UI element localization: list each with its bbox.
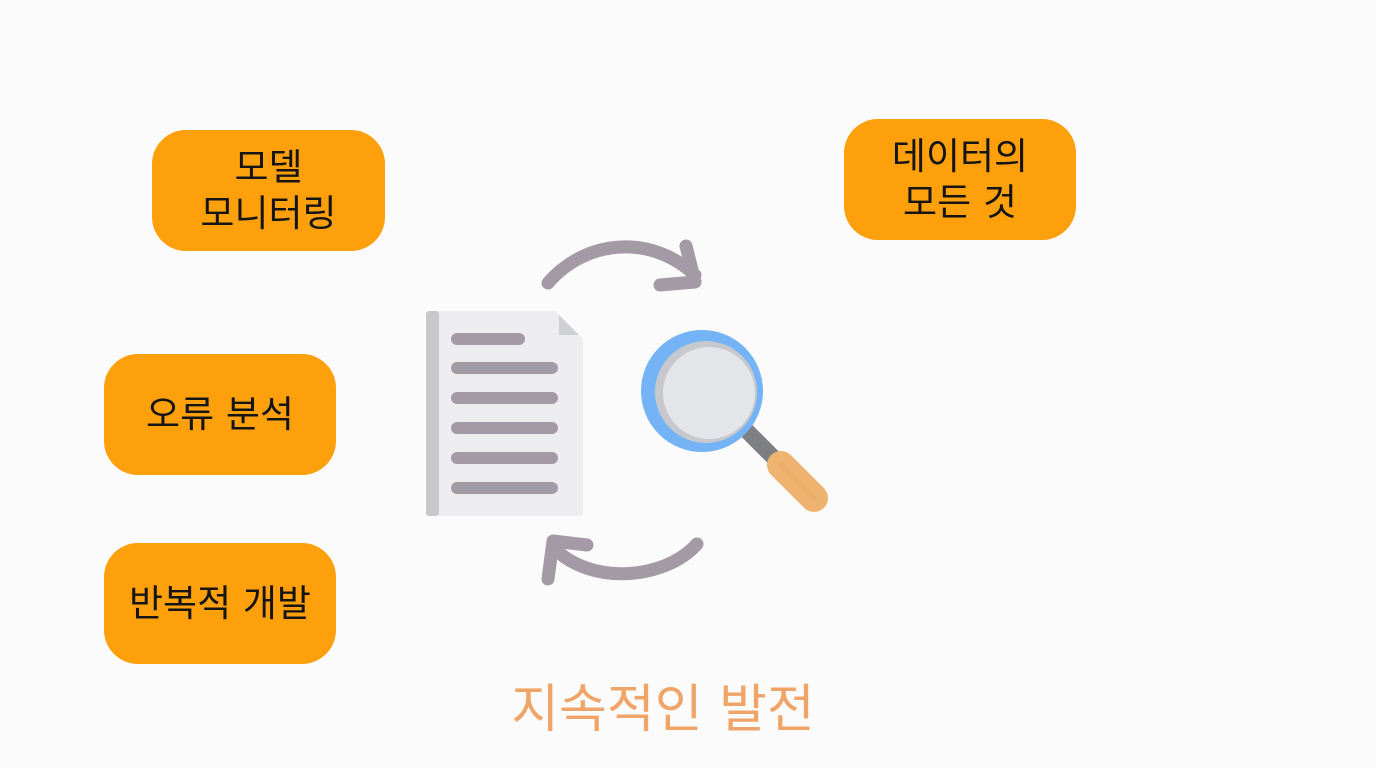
document-icon [426,311,583,516]
model-monitoring-pill: 모델 모니터링 [152,130,385,251]
footer-title: 지속적인 발전 [511,680,815,740]
everything-about-data-pill: 데이터의 모든 것 [844,119,1076,240]
error-analysis-pill: 오류 분석 [104,354,336,475]
cycle-arrow-bottom-icon [541,534,704,586]
magnifying-glass-icon [641,330,828,512]
cycle-arrow-top-icon [541,239,702,292]
iterative-development-pill: 반복적 개발 [104,543,336,664]
